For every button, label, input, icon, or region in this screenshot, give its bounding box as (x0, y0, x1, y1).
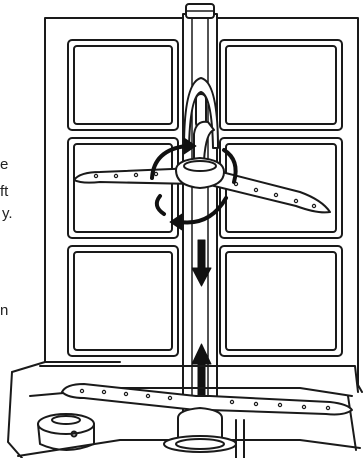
upper-spray-arm (73, 167, 331, 214)
wall-panel-left-bottom (67, 245, 179, 357)
wall-panel-left-mid-inner (73, 143, 173, 233)
rotation-arrow-icon-head-a (183, 137, 197, 155)
lower-hub-base-inner (175, 438, 225, 450)
rotation-arrow-icon-d (154, 194, 166, 216)
rotation-arrow-icon (150, 144, 188, 180)
detergent-cup-dot (70, 430, 78, 438)
rotation-arrow-icon-c (178, 196, 228, 225)
rotation-arrow-icon-head-c (169, 213, 183, 231)
wall-panel-right-bottom (219, 245, 343, 357)
detergent-cup-body (37, 423, 95, 451)
lower-spray-nozzles (79, 388, 331, 411)
wall-panel-right-top (219, 39, 343, 131)
upper-spray-nozzles (93, 171, 317, 209)
arrow-down-icon (191, 239, 212, 287)
spray-arm-bracket (183, 77, 219, 149)
lower-basin-side (347, 395, 357, 451)
rotation-arrow-icon-b (222, 148, 238, 184)
basin-right-post (235, 419, 245, 458)
wall-panel-left-top (67, 39, 179, 131)
wall-panel-left-bottom-inner (73, 251, 173, 351)
wall-panel-right-bottom-inner (225, 251, 337, 351)
side-text-fragment: e (0, 156, 9, 173)
side-text-fragment: ft (0, 183, 9, 200)
spray-arm-elbow (193, 120, 215, 161)
detergent-cup-top (51, 415, 81, 425)
wall-panel-right-top-inner (225, 45, 337, 125)
upper-spray-arm-hub-cap (183, 160, 217, 172)
wall-panel-left-top-inner (73, 45, 173, 125)
side-text-fragment: y. (2, 205, 13, 222)
lower-hub (177, 407, 223, 441)
wall-panel-left-mid (67, 137, 179, 239)
side-text-fragment: n (0, 302, 9, 319)
